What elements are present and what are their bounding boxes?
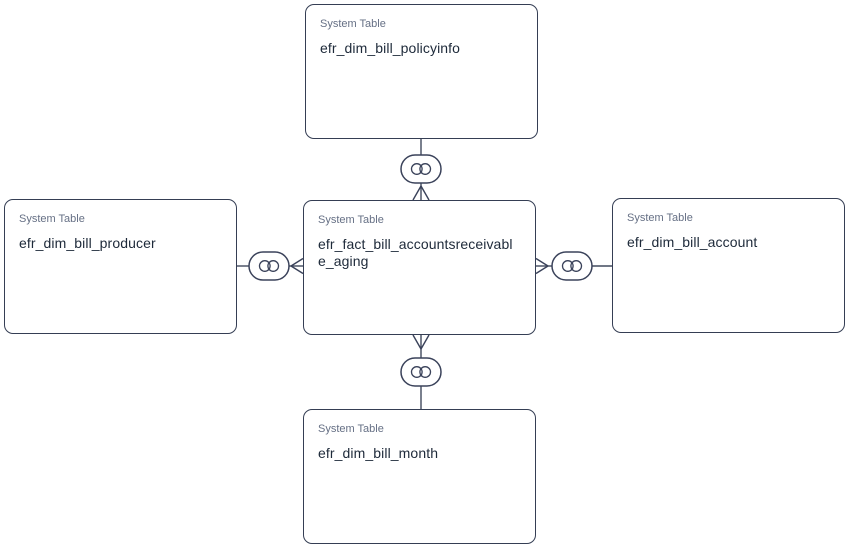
circle-right (419, 163, 432, 175)
table-type-label: System Table (627, 212, 693, 224)
table-node-efr-dim-bill-account[interactable]: System Table efr_dim_bill_account (612, 198, 845, 333)
crow-foot-many-icon (535, 257, 549, 275)
cardinality-pill[interactable] (551, 251, 593, 281)
circle-left (258, 260, 271, 272)
relationship-month-fact (400, 334, 442, 409)
circle-left (410, 163, 423, 175)
cardinality-overlapping-circles-icon[interactable] (248, 251, 290, 281)
table-type-label: System Table (318, 423, 384, 435)
cardinality-pill[interactable] (400, 357, 442, 387)
table-name: efr_dim_bill_month (318, 445, 439, 461)
relationship-account-fact (535, 251, 612, 281)
table-name: efr_fact_bill_accountsreceivable_aging (318, 236, 513, 269)
table-node-efr-dim-bill-policyinfo[interactable]: System Table efr_dim_bill_policyinfo (305, 4, 538, 139)
circle-right (267, 260, 280, 272)
circle-left (561, 260, 574, 272)
cardinality-overlapping-circles-icon[interactable] (400, 154, 442, 184)
table-node-efr-dim-bill-month[interactable]: System Table efr_dim_bill_month (303, 409, 536, 544)
relationship-policyinfo-fact (400, 139, 442, 201)
table-node-efr-dim-bill-producer[interactable]: System Table efr_dim_bill_producer (4, 199, 237, 334)
table-name: efr_dim_bill_account (627, 234, 758, 250)
table-node-efr-fact-bill-accountsreceivable-aging[interactable]: System Table efr_fact_bill_accountsrecei… (303, 200, 536, 335)
table-name: efr_dim_bill_policyinfo (320, 40, 461, 56)
cardinality-pill[interactable] (400, 154, 442, 184)
crow-foot-many-icon (290, 257, 304, 275)
cardinality-overlapping-circles-icon[interactable] (400, 357, 442, 387)
relationship-producer-fact (237, 251, 304, 281)
table-type-label: System Table (318, 214, 384, 226)
cardinality-overlapping-circles-icon[interactable] (551, 251, 593, 281)
circle-right (570, 260, 583, 272)
table-type-label: System Table (19, 213, 85, 225)
circle-left (410, 366, 423, 378)
circle-right (419, 366, 432, 378)
crow-foot-many-icon (412, 185, 430, 201)
table-type-label: System Table (320, 18, 386, 30)
table-name: efr_dim_bill_producer (19, 235, 156, 251)
crow-foot-many-icon (412, 334, 430, 350)
cardinality-pill[interactable] (248, 251, 290, 281)
